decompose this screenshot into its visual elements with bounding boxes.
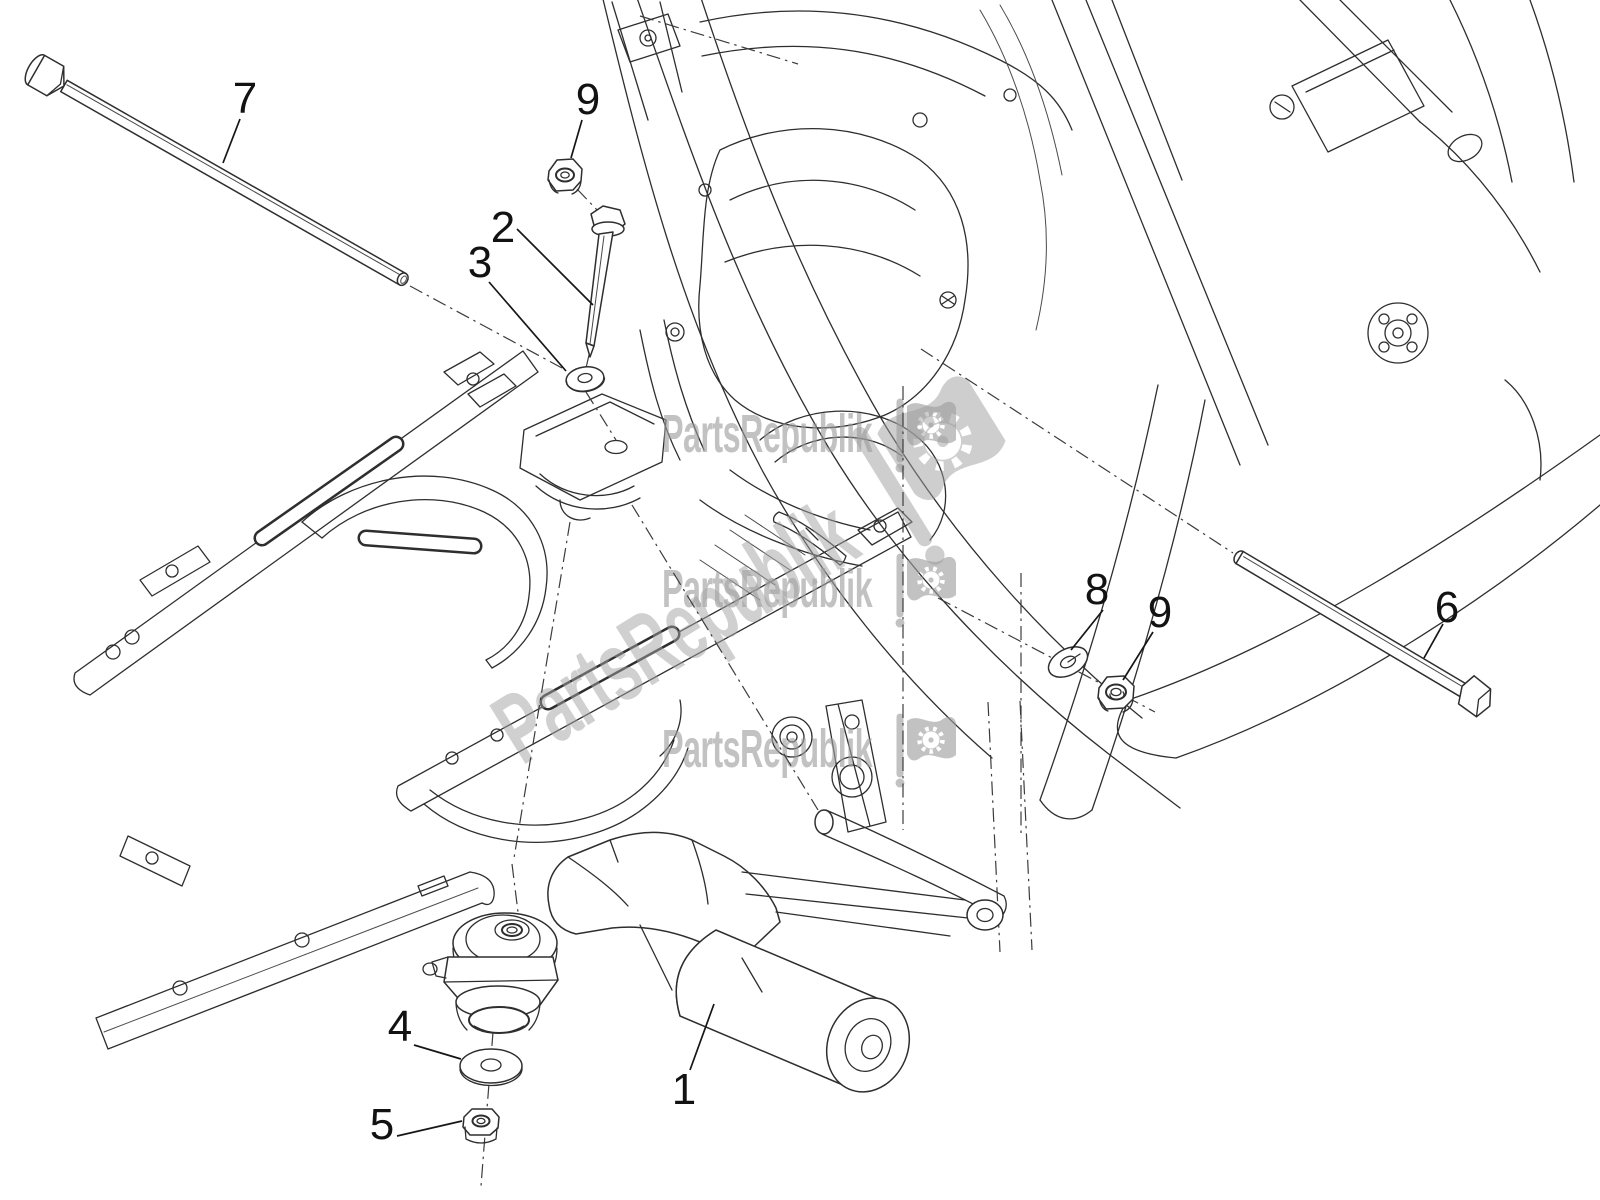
leader-1 — [689, 1003, 715, 1071]
frame-line-art — [602, 0, 1600, 833]
floorboard-frame-art — [73, 350, 913, 1050]
fasteners — [24, 54, 1492, 1144]
watermark-text: PartsRepublik — [662, 560, 873, 619]
nut-9-lower — [1097, 675, 1135, 713]
leader-7 — [222, 118, 241, 164]
part-label-2: 2 — [491, 203, 515, 252]
assembly-axis-lines — [409, 15, 1234, 1187]
leader-6 — [1423, 623, 1444, 659]
leader-lines — [222, 118, 1444, 1137]
part-label-9: 9 — [576, 75, 600, 124]
watermark-row: PartsRepublik — [662, 717, 956, 788]
part-label-3: 3 — [468, 238, 492, 287]
part-label-9b: 9 — [1148, 588, 1172, 637]
part-label-7: 7 — [233, 74, 257, 123]
part-label-4: 4 — [388, 1002, 412, 1051]
leader-2 — [516, 228, 594, 306]
bolt-2 — [585, 205, 626, 358]
leader-5 — [396, 1120, 463, 1137]
swinging-arm-assembly — [422, 809, 1007, 1093]
part-label-8: 8 — [1085, 565, 1109, 614]
washer-4 — [459, 1048, 523, 1087]
bolt-7 — [24, 54, 409, 287]
part-label-5: 5 — [370, 1100, 394, 1149]
watermark-text: PartsRepublik — [662, 720, 873, 779]
part-label-6: 6 — [1435, 583, 1459, 632]
watermark-text: PartsRepublik — [662, 405, 873, 464]
washer-3 — [565, 366, 606, 393]
leader-4 — [413, 1044, 462, 1060]
leader-9-upper — [570, 119, 583, 159]
part-label-1: 1 — [672, 1065, 696, 1114]
washer-8 — [1047, 646, 1089, 678]
watermarks: PartsRepublik PartsRepublik PartsRepubli… — [474, 371, 1042, 807]
watermark-row: PartsRepublik — [662, 402, 956, 473]
leader-8 — [1070, 609, 1104, 651]
watermark-row: PartsRepublik — [662, 557, 956, 628]
leader-9-lower — [1122, 631, 1154, 681]
bolt-6 — [1233, 550, 1492, 718]
leader-3 — [488, 281, 567, 372]
nut-5 — [462, 1108, 500, 1144]
part-number-labels: 7 9 2 3 8 9 6 4 5 1 — [233, 74, 1459, 1149]
nut-9-upper — [547, 158, 583, 195]
